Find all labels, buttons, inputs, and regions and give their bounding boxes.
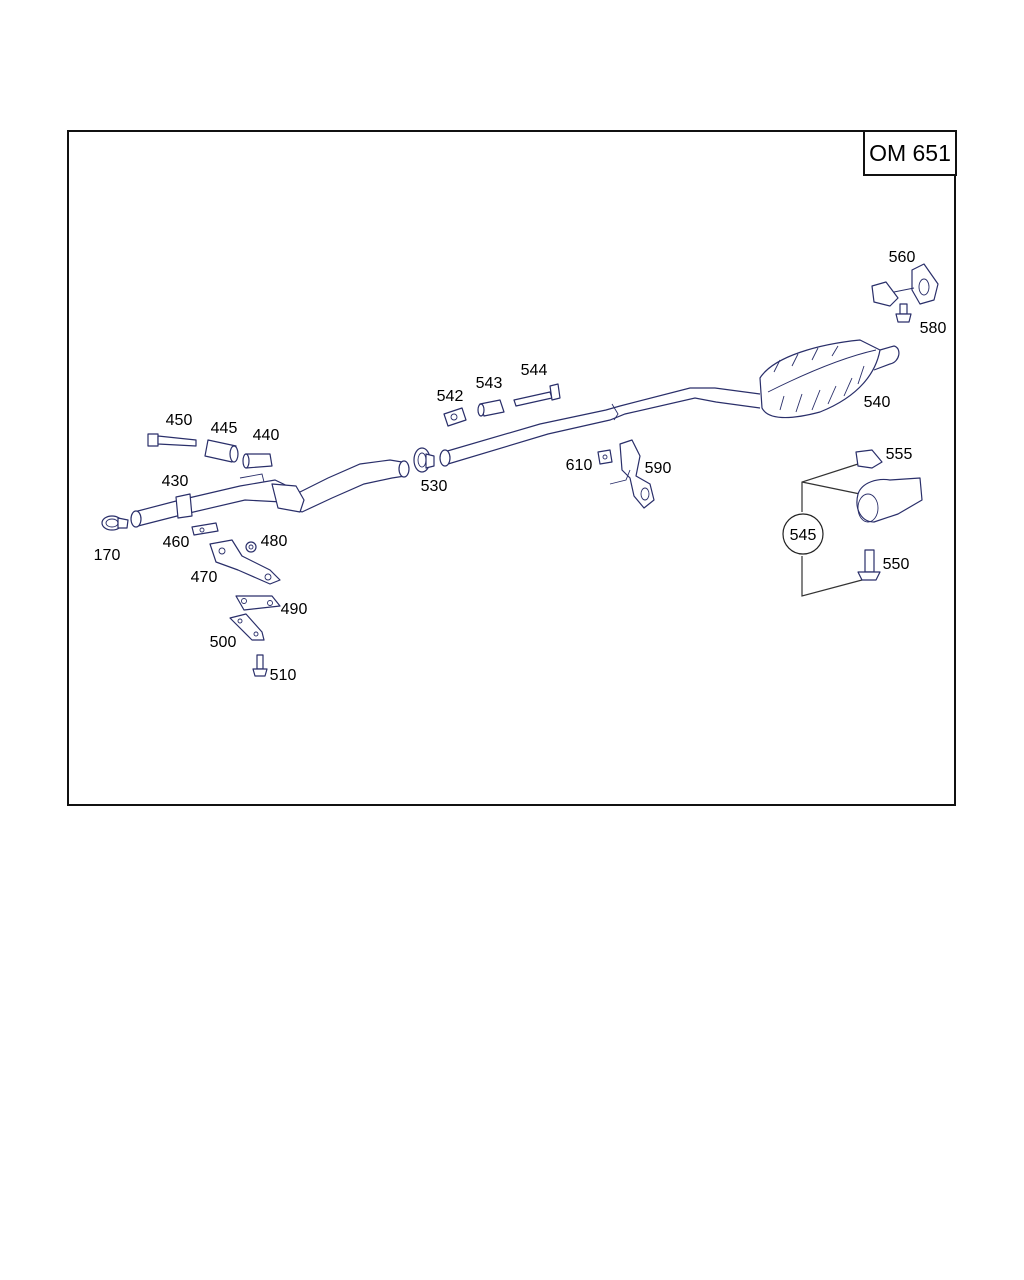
- part-number-580: 580: [920, 320, 947, 337]
- sleeve-445-drawing: [204, 439, 239, 463]
- middle-pipe-drawing: [439, 387, 761, 467]
- hanger-590-drawing: [609, 439, 655, 509]
- part-number-510: 510: [270, 667, 297, 684]
- clamp-170-drawing: [101, 515, 129, 531]
- nut-480-drawing: [245, 541, 257, 553]
- part-number-460: 460: [163, 534, 190, 551]
- part-number-555: 555: [886, 446, 913, 463]
- sleeve-543-drawing: [477, 399, 505, 417]
- part-number-490: 490: [281, 601, 308, 618]
- bolt-450-drawing: [147, 433, 197, 447]
- part-number-545: 545: [790, 527, 817, 544]
- bolt-550-drawing: [857, 549, 881, 581]
- hanger-560-drawing: [871, 263, 939, 307]
- part-number-610: 610: [566, 457, 593, 474]
- trim-545-bracket: [782, 463, 863, 597]
- plate-500-drawing: [229, 613, 265, 641]
- bracket-460-drawing: [191, 522, 219, 536]
- front-pipe-drawing: [130, 459, 410, 528]
- diagram-frame: [67, 130, 956, 806]
- tail-trim-545-drawing: [856, 477, 923, 523]
- part-number-445: 445: [211, 420, 238, 437]
- part-number-590: 590: [645, 460, 672, 477]
- bolt-580-drawing: [895, 303, 912, 323]
- bolt-544-drawing: [513, 383, 561, 407]
- part-number-560: 560: [889, 249, 916, 266]
- rear-muffler-drawing: [759, 339, 900, 419]
- part-number-544: 544: [521, 362, 548, 379]
- tail-trim-555-drawing: [855, 449, 883, 469]
- part-number-543: 543: [476, 375, 503, 392]
- part-number-550: 550: [883, 556, 910, 573]
- clamp-530-drawing: [413, 447, 435, 473]
- bolt-510-drawing: [252, 654, 268, 677]
- part-number-480: 480: [261, 533, 288, 550]
- engine-label: OM 651: [863, 130, 957, 176]
- part-number-540: 540: [864, 394, 891, 411]
- nut-610-drawing: [597, 449, 613, 465]
- part-number-430: 430: [162, 473, 189, 490]
- bracket-470-drawing: [209, 539, 281, 585]
- mount-542-drawing: [443, 407, 467, 427]
- gasket-490-drawing: [235, 595, 281, 611]
- part-number-530: 530: [421, 478, 448, 495]
- part-number-500: 500: [210, 634, 237, 651]
- sleeve-440-drawing: [242, 453, 273, 469]
- part-labels: 170 430 440 445 450 460 470 480 490 500 …: [94, 249, 947, 684]
- part-number-440: 440: [253, 427, 280, 444]
- part-number-450: 450: [166, 412, 193, 429]
- part-number-170: 170: [94, 547, 121, 564]
- part-number-542: 542: [437, 388, 464, 405]
- part-number-470: 470: [191, 569, 218, 586]
